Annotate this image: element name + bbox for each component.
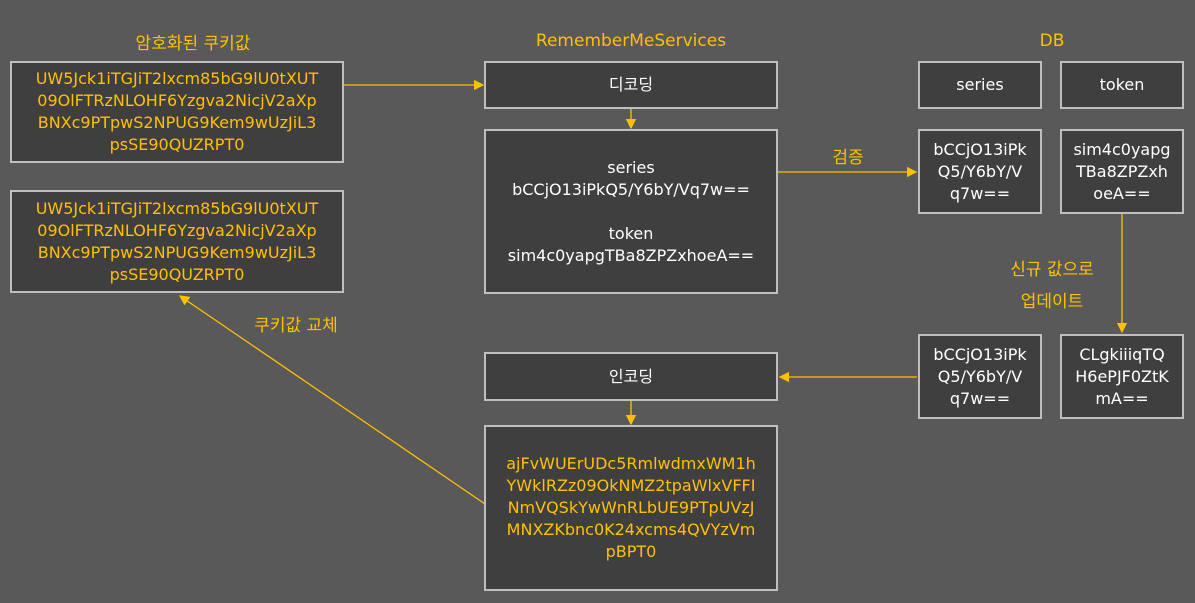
service-header: RememberMeServices [535,31,727,51]
db-new-series-line: Q5/Y6bY/V [937,366,1023,386]
replace-cookie-label: 쿠키값 교체 [254,316,338,336]
new-cookie-line: 09OlFTRzNLOHF6Yzgva2NicjV2aXp [37,220,317,240]
db-old-token-line: TBa8ZPZxh [1076,161,1168,181]
decoded-series-value: bCCjO13iPkQ5/Y6bY/Vq7w== [512,179,750,199]
decoded-token-value: sim4c0yapgTBa8ZPZxhoeA== [507,245,755,265]
db-new-token-line: mA== [1095,388,1149,408]
db-new-token-line: CLgkiiiqTQ [1079,344,1165,364]
old-cookie-box: UW5Jck1iTGJiT2lxcm85bG9lU0tXUT 09OlFTRzN… [10,61,344,163]
db-token-header: token [1099,75,1145,94]
db-new-token-line: H6ePJF0ZtK [1075,366,1169,386]
db-new-series-line: q7w== [949,388,1011,408]
new-cookie-line: BNXc9PTpwS2NPUG9Kem9wUzJiL3 [37,242,317,262]
db-token-column: token [1060,61,1184,109]
verify-label: 검증 [832,148,864,168]
encoded-line: YWklRZz09OkNMZ2tpaWlxVFFI [506,476,756,495]
encoded-line: NmVQSkYwWnRLbUE9PTpUVzJ [507,498,755,517]
encode-box: 인코딩 [484,352,778,401]
db-header: DB [1039,31,1065,51]
decoded-series-label: series [607,157,655,177]
decode-box: 디코딩 [484,61,778,109]
decode-label: 디코딩 [608,75,654,94]
new-cookie-line: psSE90QUZRPT0 [109,264,245,284]
new-cookie-box: UW5Jck1iTGJiT2lxcm85bG9lU0tXUT 09OlFTRzN… [10,190,344,293]
encrypted-cookie-header: 암호화된 쿠키값 [135,34,251,54]
decoded-values-box: series bCCjO13iPkQ5/Y6bY/Vq7w== token si… [484,129,778,294]
db-series-header: series [956,75,1004,94]
db-old-token-cell: sim4c0yapg TBa8ZPZxh oeA== [1060,129,1184,214]
db-old-token-line: oeA== [1093,183,1151,203]
arrow-replace-cookie [178,295,486,505]
encoded-cookie-box: ajFvWUErUDc5RmlwdmxWM1h YWklRZz09OkNMZ2t… [484,425,778,591]
new-cookie-line: UW5Jck1iTGJiT2lxcm85bG9lU0tXUT [35,198,319,218]
encode-label: 인코딩 [608,366,654,386]
old-cookie-line: 09OlFTRzNLOHF6Yzgva2NicjV2aXp [37,91,317,110]
db-old-series-line: Q5/Y6bY/V [937,161,1023,181]
old-cookie-line: UW5Jck1iTGJiT2lxcm85bG9lU0tXUT [35,69,319,88]
db-old-series-line: bCCjO13iPk [933,139,1027,159]
db-new-series-cell: bCCjO13iPk Q5/Y6bY/V q7w== [918,334,1042,419]
db-old-series-line: q7w== [949,183,1011,203]
update-label-line: 신규 값으로 [1010,260,1094,280]
update-label-line: 업데이트 [1020,292,1084,312]
old-cookie-line: psSE90QUZRPT0 [109,135,245,154]
db-new-series-line: bCCjO13iPk [933,344,1027,364]
db-old-token-line: sim4c0yapg [1073,139,1171,159]
encoded-line: ajFvWUErUDc5RmlwdmxWM1h [506,454,756,473]
db-series-column: series [918,61,1042,109]
encoded-line: pBPT0 [605,542,657,561]
decoded-token-label: token [608,223,654,243]
db-new-token-cell: CLgkiiiqTQ H6ePJF0ZtK mA== [1060,334,1184,419]
encoded-line: MNXZKbnc0K24xcms4QVYzVm [506,520,756,539]
db-old-series-cell: bCCjO13iPk Q5/Y6bY/V q7w== [918,129,1042,214]
old-cookie-line: BNXc9PTpwS2NPUG9Kem9wUzJiL3 [37,113,317,132]
update-label: 신규 값으로 업데이트 [1010,254,1094,318]
